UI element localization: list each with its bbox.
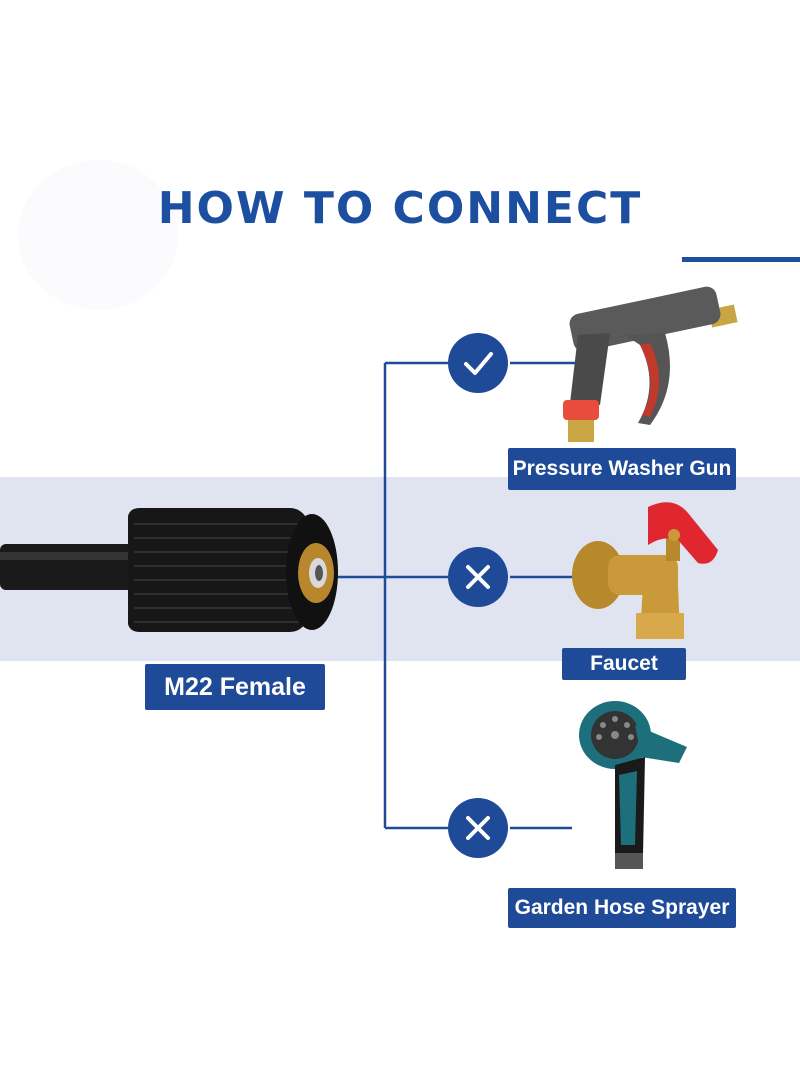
check-icon <box>464 352 493 375</box>
status-badge-faucet <box>448 547 508 607</box>
status-badge-pressure-washer-gun <box>448 333 508 393</box>
background-blob <box>18 160 178 310</box>
page-title: HOW TO CONNECT <box>157 183 643 234</box>
garden-hose-sprayer-image <box>579 701 687 869</box>
garden-hose-sprayer-label: Garden Hose Sprayer <box>508 888 736 928</box>
cross-icon <box>466 816 490 840</box>
title-underline <box>682 257 800 262</box>
faucet-image <box>572 502 718 639</box>
pressure-washer-gun-label: Pressure Washer Gun <box>508 448 736 490</box>
m22-female-label: M22 Female <box>145 664 325 710</box>
pressure-washer-gun-image <box>563 286 738 442</box>
cross-icon <box>466 565 490 589</box>
faucet-label: Faucet <box>562 648 686 680</box>
m22-female-fitting-image <box>0 508 338 632</box>
status-badge-garden-hose-sprayer <box>448 798 508 858</box>
